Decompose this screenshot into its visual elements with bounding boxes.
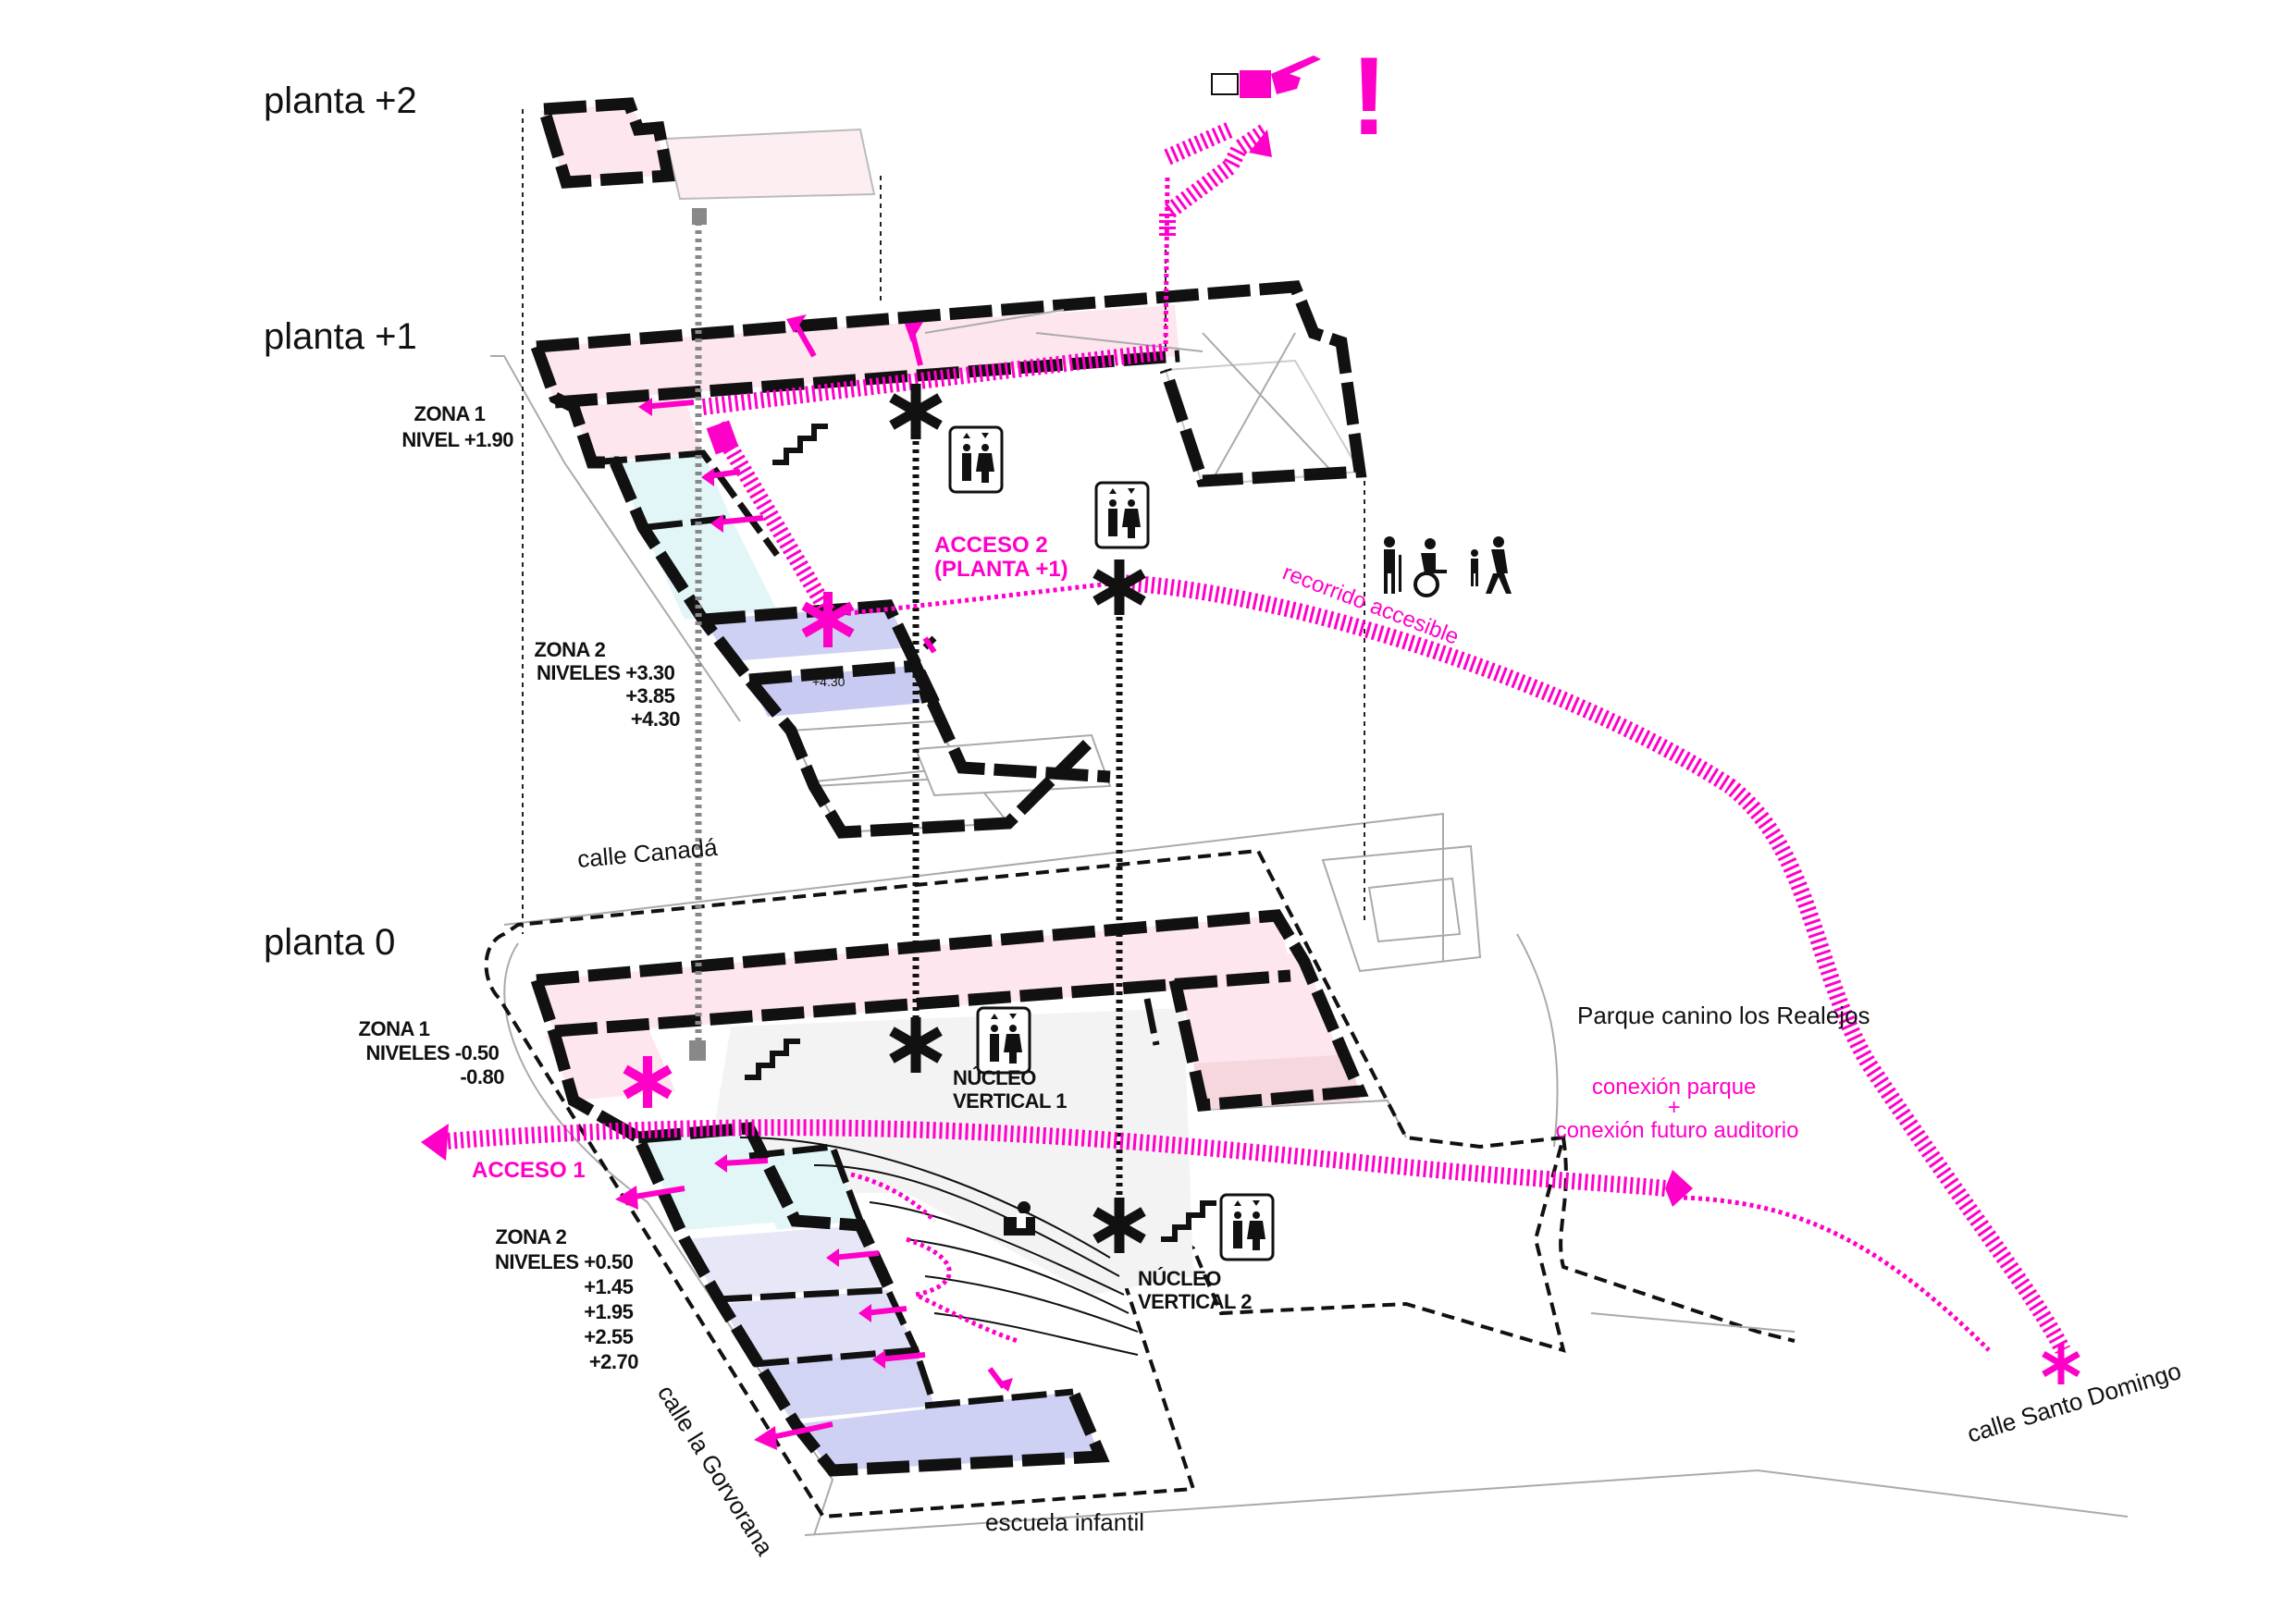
zone-label-p1-z1: ZONA 1 NIVEL +1.90 (401, 402, 513, 451)
asterisk-icon (801, 592, 855, 647)
elevator-icon (976, 1006, 1031, 1075)
elevator-icon (948, 425, 1004, 494)
zone-label-p1-z2: ZONA 2 NIVELES +3.30 +3.85 +4.30 (535, 638, 681, 731)
asterisk-icon (889, 1017, 943, 1073)
park-label: Parque canino los Realejos (1577, 1002, 1870, 1029)
stairs-icon (772, 424, 828, 465)
acceso-1-label: ACCESO 1 (472, 1158, 586, 1183)
nucleo-2-label: NÚCLEO VERTICAL 2 (1138, 1267, 1252, 1313)
zone-label-p0-z1: ZONA 1 NIVELES -0.50 -0.80 (359, 1017, 505, 1088)
direction-arrows (421, 129, 1693, 1450)
street-canada: calle Canadá (576, 833, 719, 873)
stairs-icon (1161, 1200, 1216, 1242)
conexion-label: conexión parque + conexión futuro audito… (1556, 1075, 1799, 1143)
level-label-plus1: planta +1 (264, 316, 417, 357)
wheelchair-icon (1004, 1201, 1035, 1236)
plan-level-0 (530, 909, 1369, 1477)
room-level-label: +4.30 (812, 674, 846, 689)
pedestrians-icon (1384, 536, 1512, 597)
pointing-hand-icon (1211, 55, 1321, 98)
site-context (484, 812, 2129, 1536)
elevator-icons (948, 425, 1275, 1261)
asterisk-icon (1092, 559, 1146, 615)
asterisk-icon (2042, 1344, 2080, 1384)
access-asterisks (623, 384, 2080, 1384)
zone-label-p0-z2: ZONA 2 NIVELES +0.50 +1.45 +1.95 +2.55 +… (495, 1225, 638, 1373)
core-column (692, 208, 707, 225)
asterisk-icon (1092, 1198, 1146, 1253)
accessible-routes (434, 121, 2071, 1355)
level-label-0: planta 0 (264, 922, 395, 963)
plan-level-1 (490, 280, 1367, 839)
elevator-icon (1219, 1193, 1275, 1261)
asterisk-icon (623, 1056, 673, 1108)
projection-lines (522, 109, 1365, 1221)
acceso-2-label: ACCESO 2 (PLANTA +1) (934, 533, 1068, 582)
exclamation-mark: ! (1351, 34, 1388, 158)
labels: planta +2 planta +1 planta 0 ZONA 1 NIVE… (264, 34, 2184, 1561)
street-gorvorana: calle la Gorvorana (652, 1380, 780, 1560)
stairs-icons (745, 424, 1216, 1242)
asterisk-icon (889, 384, 943, 439)
school-label: escuela infantil (985, 1508, 1144, 1536)
core-column (689, 1040, 706, 1061)
nucleo-1-label: NÚCLEO VERTICAL 1 (953, 1066, 1067, 1113)
stairs-icon (745, 1039, 800, 1080)
plan-level-2 (536, 97, 876, 225)
level-label-plus2: planta +2 (264, 80, 417, 121)
elevator-icon (1094, 481, 1150, 549)
